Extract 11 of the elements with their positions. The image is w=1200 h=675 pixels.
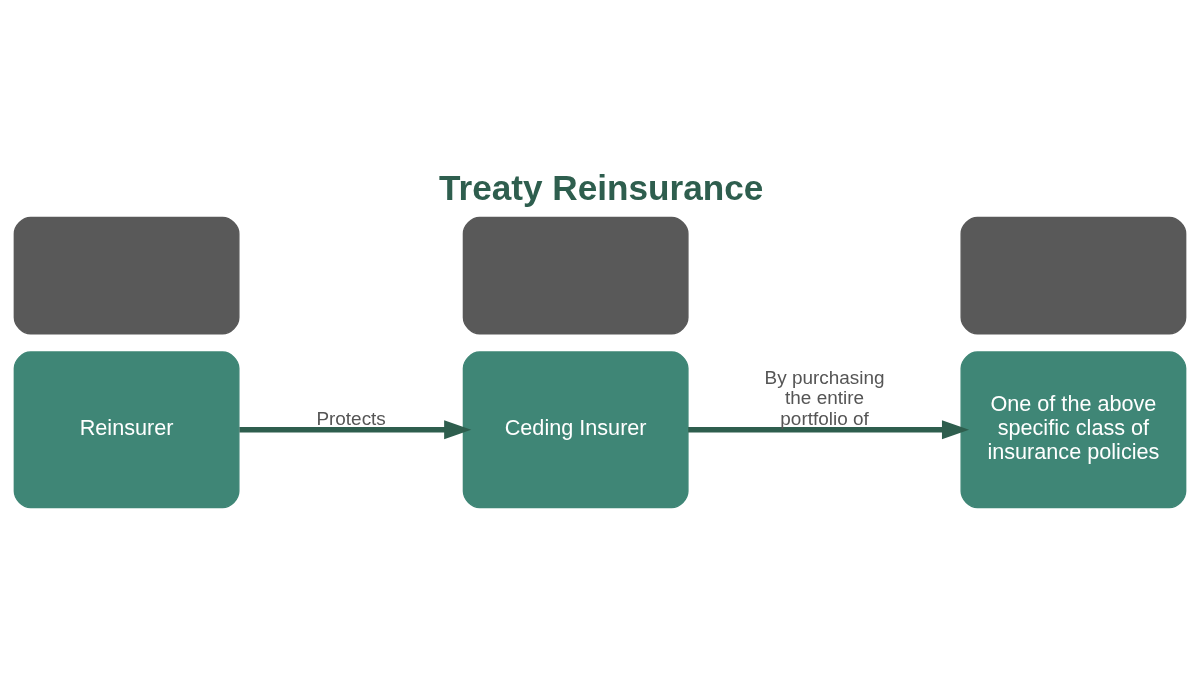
- node-box: [462, 216, 689, 335]
- edge-label: By purchasing the entire portfolio of: [764, 367, 885, 429]
- node-box: One of the above specific class of insurance policies: [960, 351, 1187, 509]
- edge-label: Protects: [316, 407, 386, 429]
- node-box: [960, 216, 1187, 335]
- node-box: Ceding Insurer: [462, 351, 689, 509]
- arrow: [239, 420, 472, 440]
- diagram-title: Treaty Reinsurance: [439, 167, 764, 207]
- arrow: [688, 420, 970, 440]
- node-box: [13, 216, 240, 335]
- node-box: Reinsurer: [13, 351, 240, 509]
